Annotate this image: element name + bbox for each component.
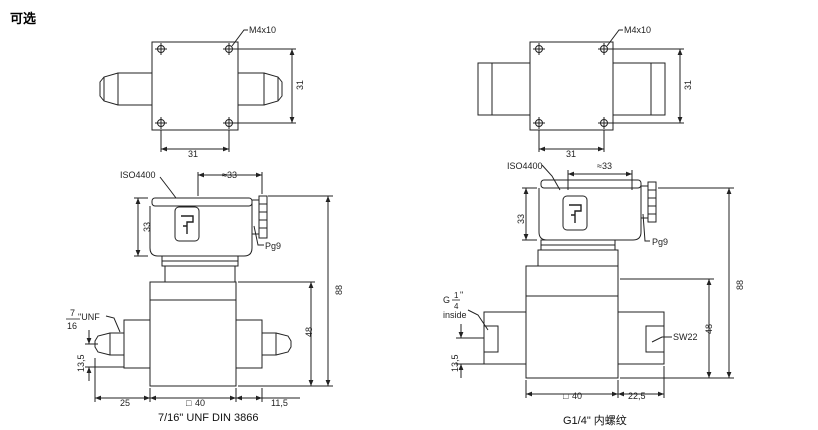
right-sw22-label: SW22 [673, 332, 698, 342]
caption-left: 7/16" UNF DIN 3866 [158, 412, 259, 424]
right-88-label: 88 [735, 280, 745, 290]
left-side-view [85, 172, 333, 402]
right-48-label: 48 [704, 324, 714, 334]
right-g-numerator: 1 [454, 291, 459, 300]
right-22-5-label: 22,5 [628, 391, 646, 401]
right-33-width-label: ≈33 [597, 161, 612, 171]
page-title: 可选 [10, 11, 37, 26]
left-unf-suffix: "UNF [78, 312, 100, 322]
right-top-height-label: 31 [683, 80, 693, 90]
right-side-view [456, 164, 734, 398]
left-33-height-label: 33 [142, 222, 152, 232]
left-25-label: 25 [120, 398, 130, 408]
right-33-height-label: 33 [516, 214, 526, 224]
left-33-width-label: ≈33 [222, 170, 237, 180]
right-g-quote: " [460, 290, 463, 300]
right-pg9-label: Pg9 [652, 237, 668, 247]
right-inside-label: inside [443, 310, 467, 320]
left-square-label: □ [186, 398, 192, 408]
left-iso-label: ISO4400 [120, 170, 156, 180]
left-pg9-label: Pg9 [265, 241, 281, 251]
left-48-label: 48 [304, 327, 314, 337]
right-square-label: □ [563, 391, 569, 401]
right-40-label: 40 [572, 391, 582, 401]
left-m4-label: M4x10 [249, 25, 276, 35]
left-13-5-label: 13,5 [76, 354, 86, 372]
left-top-height-label: 31 [295, 80, 305, 90]
right-g-prefix: G [443, 295, 450, 305]
caption-right: G1/4" 内螺纹 [563, 415, 627, 427]
left-unf-denominator: 16 [67, 321, 77, 331]
right-13-5-label: 13,5 [450, 354, 460, 372]
right-iso-label: ISO4400 [507, 161, 543, 171]
right-m4-label: M4x10 [624, 25, 651, 35]
right-top-width-label: 31 [566, 149, 576, 159]
left-top-view [99, 29, 296, 152]
right-top-view [477, 29, 684, 152]
left-top-width-label: 31 [188, 149, 198, 159]
left-88-label: 88 [334, 285, 344, 295]
left-unf-numerator: 7 [70, 308, 75, 318]
left-11-5-label: 11,5 [271, 398, 288, 408]
left-40-label: 40 [195, 398, 205, 408]
right-g-denominator: 4 [454, 302, 459, 311]
